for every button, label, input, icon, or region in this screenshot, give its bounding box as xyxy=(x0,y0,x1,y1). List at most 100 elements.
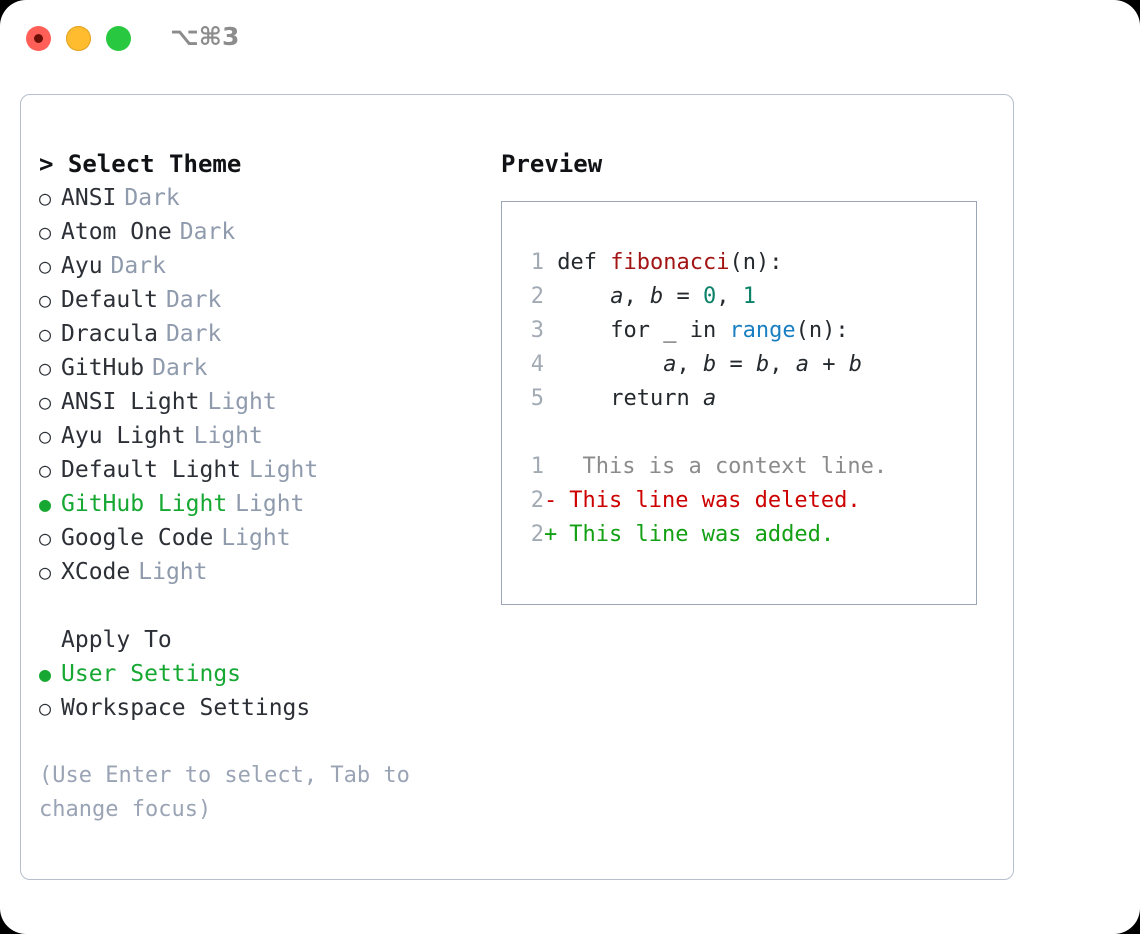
theme-option-atom-one-dark[interactable]: ○ Atom One Dark xyxy=(39,215,479,249)
line-number: 4 xyxy=(530,352,544,377)
theme-name: GitHub Light xyxy=(61,491,228,517)
theme-option-ayu-light[interactable]: ○ Ayu Light Light xyxy=(39,419,479,453)
radio-unselected-icon: ○ xyxy=(39,288,52,312)
code-token: = xyxy=(663,284,703,309)
theme-kind: Light xyxy=(193,423,263,449)
section-spacer xyxy=(39,589,479,623)
line-number: 2 xyxy=(530,284,544,309)
diff-line-deleted: 2- This line was deleted. xyxy=(522,484,976,518)
line-number: 2 xyxy=(530,488,544,513)
code-token: , xyxy=(623,284,650,309)
theme-option-ansi-dark[interactable]: ○ ANSI Dark xyxy=(39,181,479,215)
theme-kind: Light xyxy=(207,389,277,415)
code-token: + xyxy=(808,352,849,377)
diff-text: This line was added. xyxy=(556,522,835,547)
radio-unselected-icon: ○ xyxy=(39,186,52,210)
apply-to-workspace-settings[interactable]: ○ Workspace Settings xyxy=(39,691,479,725)
line-number: 5 xyxy=(530,386,544,411)
theme-name: Google Code xyxy=(61,525,214,551)
theme-selection-pane: > Select Theme ○ ANSI Dark ○ Atom One Da… xyxy=(39,147,479,827)
code-token: , xyxy=(769,352,796,377)
theme-kind: Light xyxy=(249,457,319,483)
code-token-number: 0 xyxy=(702,284,717,309)
line-number: 1 xyxy=(530,454,544,479)
diff-line-context: 1 This is a context line. xyxy=(522,450,976,484)
code-token xyxy=(544,284,610,309)
radio-unselected-icon: ○ xyxy=(39,322,52,346)
select-theme-heading: > Select Theme xyxy=(39,150,242,178)
apply-to-label: Workspace Settings xyxy=(61,695,311,721)
keyboard-hint-text: (Use Enter to select, Tab to change focu… xyxy=(39,763,424,822)
radio-selected-icon: ● xyxy=(39,662,52,686)
code-token-variable: a xyxy=(663,352,677,377)
preview-box: 1 def fibonacci(n): 2 a, b = 0, 1 3 for … xyxy=(501,201,977,605)
code-token: = xyxy=(716,352,756,377)
code-line: 5 return a xyxy=(522,382,976,416)
diff-marker: + xyxy=(544,522,558,547)
theme-name: Ayu Light xyxy=(61,423,186,449)
radio-unselected-icon: ○ xyxy=(39,458,52,482)
code-token-variable: b xyxy=(702,352,717,377)
code-line: 4 a, b = b, a + b xyxy=(522,348,976,382)
radio-unselected-icon: ○ xyxy=(39,526,52,550)
code-blank-line xyxy=(522,416,976,450)
theme-name: Dracula xyxy=(61,321,158,347)
theme-kind: Dark xyxy=(165,321,222,347)
radio-unselected-icon: ○ xyxy=(39,696,52,720)
preview-pane: Preview 1 def fibonacci(n): 2 a, b = 0, … xyxy=(501,147,991,605)
theme-name: Atom One xyxy=(61,219,172,245)
code-token-call: range xyxy=(729,318,796,343)
code-token-variable: b xyxy=(649,284,664,309)
theme-option-github-dark[interactable]: ○ GitHub Dark xyxy=(39,351,479,385)
title-bar: ⌥⌘3 xyxy=(0,0,1140,78)
code-token-function: fibonacci xyxy=(610,250,730,275)
radio-unselected-icon: ○ xyxy=(39,220,52,244)
theme-picker-dialog: > Select Theme ○ ANSI Dark ○ Atom One Da… xyxy=(20,94,1014,880)
code-token: (n): xyxy=(795,318,849,343)
radio-unselected-icon: ○ xyxy=(39,356,52,380)
minimize-button[interactable] xyxy=(66,26,91,51)
code-token: , xyxy=(676,352,703,377)
theme-option-ayu-dark[interactable]: ○ Ayu Dark xyxy=(39,249,479,283)
theme-kind: Dark xyxy=(124,185,180,211)
theme-name: Default xyxy=(61,287,158,313)
radio-unselected-icon: ○ xyxy=(39,254,52,278)
code-token xyxy=(544,352,663,377)
theme-kind: Light xyxy=(138,559,208,585)
diff-marker xyxy=(544,450,556,484)
theme-kind: Light xyxy=(235,491,305,517)
close-button[interactable] xyxy=(26,26,51,51)
theme-kind: Dark xyxy=(165,287,222,313)
diff-line-added: 2+ This line was added. xyxy=(522,518,976,552)
theme-option-ansi-light[interactable]: ○ ANSI Light Light xyxy=(39,385,479,419)
apply-to-heading: Apply To xyxy=(61,627,172,653)
code-token: , xyxy=(716,284,743,309)
theme-kind: Dark xyxy=(110,253,166,279)
radio-unselected-icon: ○ xyxy=(39,390,52,414)
code-token-variable: a xyxy=(795,352,809,377)
theme-option-dracula-dark[interactable]: ○ Dracula Dark xyxy=(39,317,479,351)
theme-name: ANSI Light xyxy=(61,389,200,415)
apply-to-user-settings[interactable]: ● User Settings xyxy=(39,657,479,691)
radio-selected-icon: ● xyxy=(39,492,52,516)
theme-name: GitHub xyxy=(61,355,145,381)
theme-kind: Light xyxy=(221,525,291,551)
code-token-variable: a xyxy=(702,386,717,411)
theme-option-github-light[interactable]: ● GitHub Light Light xyxy=(39,487,479,521)
theme-option-xcode[interactable]: ○ XCode Light xyxy=(39,555,479,589)
theme-name: Default Light xyxy=(61,457,242,483)
theme-option-default-dark[interactable]: ○ Default Dark xyxy=(39,283,479,317)
theme-name: XCode xyxy=(61,559,131,585)
theme-kind: Dark xyxy=(152,355,208,381)
theme-option-google-code[interactable]: ○ Google Code Light xyxy=(39,521,479,555)
code-line: 1 def fibonacci(n): xyxy=(522,246,976,280)
zoom-button[interactable] xyxy=(106,26,131,51)
theme-name: ANSI xyxy=(61,185,117,211)
theme-option-default-light[interactable]: ○ Default Light Light xyxy=(39,453,479,487)
window-controls xyxy=(26,26,131,51)
code-token-number: 1 xyxy=(742,284,756,309)
line-number: 2 xyxy=(530,522,544,547)
code-line: 2 a, b = 0, 1 xyxy=(522,280,976,314)
code-token: (n): xyxy=(729,250,783,275)
preview-heading: Preview xyxy=(501,150,603,178)
